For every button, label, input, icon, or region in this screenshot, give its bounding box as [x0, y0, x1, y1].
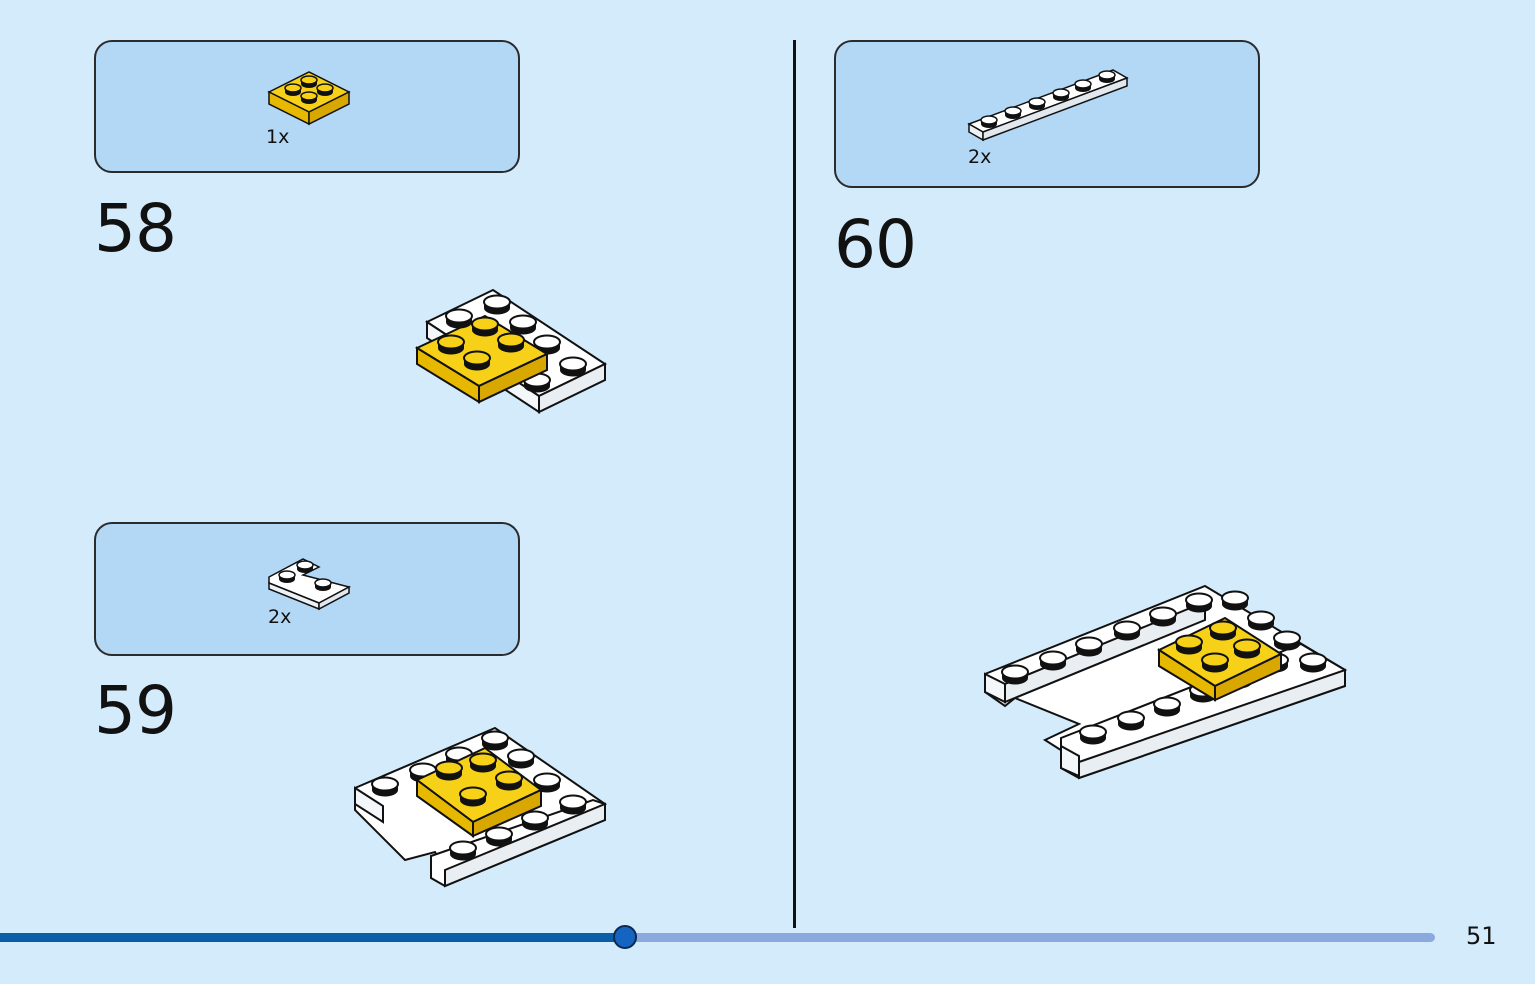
parts-count: 2x: [968, 146, 992, 168]
parts-box-step-60: 2x: [834, 40, 1260, 188]
parts-box-step-58: 1x: [94, 40, 520, 173]
white-plate-1x6-icon: [967, 69, 1129, 142]
parts-count: 2x: [268, 606, 292, 628]
yellow-plate-2x2-icon: [267, 71, 351, 126]
step-number: 60: [834, 206, 917, 283]
step-60-assembly: [984, 584, 1348, 780]
progress-handle[interactable]: [613, 925, 638, 949]
parts-count: 1x: [266, 126, 290, 148]
white-corner-plate-icon: [268, 558, 352, 611]
page-divider: [793, 40, 796, 928]
step-59-assembly: [354, 726, 608, 888]
parts-box-step-59: 2x: [94, 522, 520, 656]
progress-fill: [0, 933, 625, 942]
page-number: 51: [1466, 922, 1497, 950]
progress-bar: [0, 925, 1435, 949]
step-number: 59: [94, 672, 177, 749]
step-number: 58: [94, 190, 177, 267]
step-58-assembly: [414, 288, 608, 414]
